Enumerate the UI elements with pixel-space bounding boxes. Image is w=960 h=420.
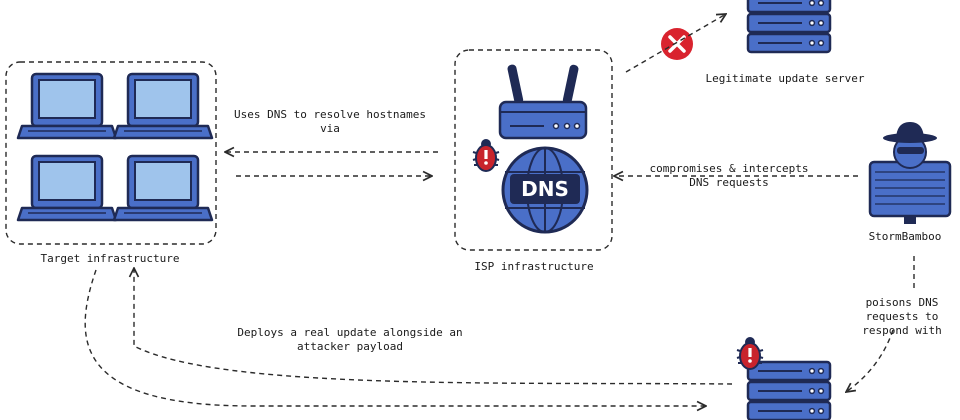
- deploys-label: Deploys a real update alongside an attac…: [237, 326, 463, 353]
- server-icon: [746, 0, 832, 54]
- target-infrastructure-label: Target infrastructure: [40, 252, 180, 265]
- blocked-icon: [661, 28, 693, 60]
- poisons-label: poisons DNS requests to respond with: [862, 296, 942, 337]
- arrow-target-to-server: [84, 269, 706, 406]
- bug-icon: [472, 138, 500, 172]
- dns-label: DNS: [521, 177, 569, 201]
- server-icon: [746, 360, 832, 420]
- laptop-icon: [112, 154, 214, 222]
- dns-globe-icon: DNS: [501, 146, 589, 234]
- arrow-attacker-to-server: [846, 256, 915, 392]
- legitimate-update-server-label: Legitimate update server: [705, 72, 865, 85]
- target-infrastructure-box: [5, 61, 217, 245]
- laptop-icon: [16, 72, 118, 140]
- arrow-isp-to-legit-server: [625, 14, 726, 73]
- laptop-icon: [112, 72, 214, 140]
- uses-dns-label: Uses DNS to resolve hostnames via: [233, 108, 427, 135]
- hacker-icon: [868, 122, 952, 224]
- stormbamboo-label: StormBamboo: [868, 230, 942, 243]
- isp-infrastructure-label: ISP infrastructure: [474, 260, 594, 273]
- router-icon: [498, 64, 588, 140]
- laptop-icon: [16, 154, 118, 222]
- compromises-label: compromises & intercepts DNS requests: [649, 162, 809, 189]
- isp-infrastructure-box: [454, 49, 613, 251]
